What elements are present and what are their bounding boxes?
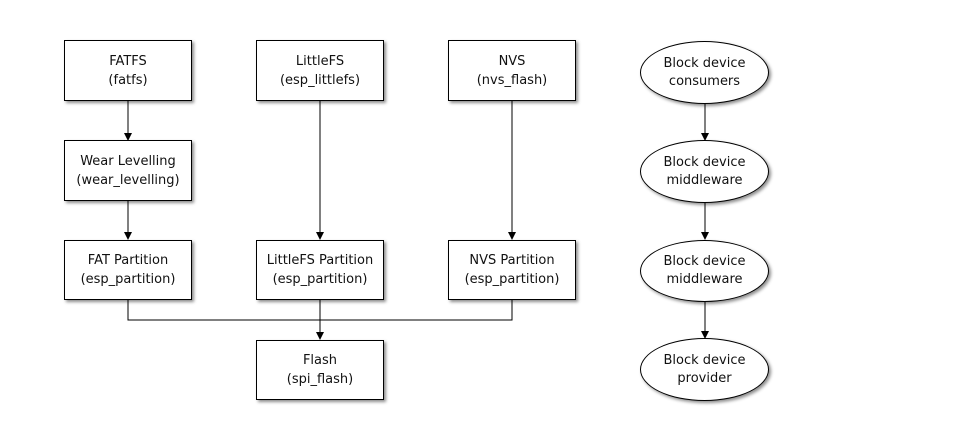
legend-block-device-consumers: Block device consumers	[640, 41, 769, 104]
node-littlefs-partition-component: (esp_partition)	[272, 272, 368, 287]
node-nvs-partition-component: (esp_partition)	[464, 272, 560, 287]
legend-middleware2-line2: middleware	[666, 272, 743, 287]
legend-consumers-line2: consumers	[668, 73, 741, 89]
node-fat-partition: FAT Partition (esp_partition)	[64, 240, 192, 300]
legend-provider-line2: provider	[677, 370, 732, 386]
legend-block-device-middleware-2: Block device middleware	[640, 240, 769, 302]
legend-middleware1-line2: middleware	[666, 172, 743, 188]
node-nvs-title: NVS	[498, 53, 526, 69]
node-littlefs-title: LittleFS	[295, 53, 345, 69]
node-littlefs-component: (esp_littlefs)	[279, 72, 361, 88]
node-littlefs-partition-title: LittleFS Partition	[266, 253, 374, 268]
node-nvs-component: (nvs_flash)	[476, 72, 548, 88]
node-fat-partition-component: (esp_partition)	[80, 272, 176, 287]
node-wear-levelling-title: Wear Levelling	[80, 153, 176, 169]
node-flash: Flash (spi_flash)	[256, 340, 384, 400]
node-fatfs-component: (fatfs)	[108, 72, 148, 88]
node-fatfs-title: FATFS	[109, 53, 147, 69]
node-littlefs-partition: LittleFS Partition (esp_partition)	[256, 240, 384, 300]
node-wear-levelling-component: (wear_levelling)	[76, 172, 180, 188]
legend-consumers-line1: Block device	[663, 55, 746, 71]
legend-middleware1-line1: Block device	[663, 154, 746, 170]
node-littlefs: LittleFS (esp_littlefs)	[256, 40, 384, 101]
node-nvs-partition-title: NVS Partition	[469, 253, 555, 268]
node-flash-component: (spi_flash)	[286, 372, 354, 387]
legend-block-device-provider: Block device provider	[640, 338, 769, 401]
node-nvs-partition: NVS Partition (esp_partition)	[448, 240, 576, 300]
node-fatfs: FATFS (fatfs)	[64, 40, 192, 101]
legend-provider-line1: Block device	[663, 352, 746, 368]
node-wear-levelling: Wear Levelling (wear_levelling)	[64, 140, 192, 201]
node-fat-partition-title: FAT Partition	[87, 253, 169, 268]
node-nvs: NVS (nvs_flash)	[448, 40, 576, 101]
legend-middleware2-line1: Block device	[663, 254, 746, 269]
legend-block-device-middleware-1: Block device middleware	[640, 140, 769, 203]
node-flash-title: Flash	[302, 353, 338, 368]
